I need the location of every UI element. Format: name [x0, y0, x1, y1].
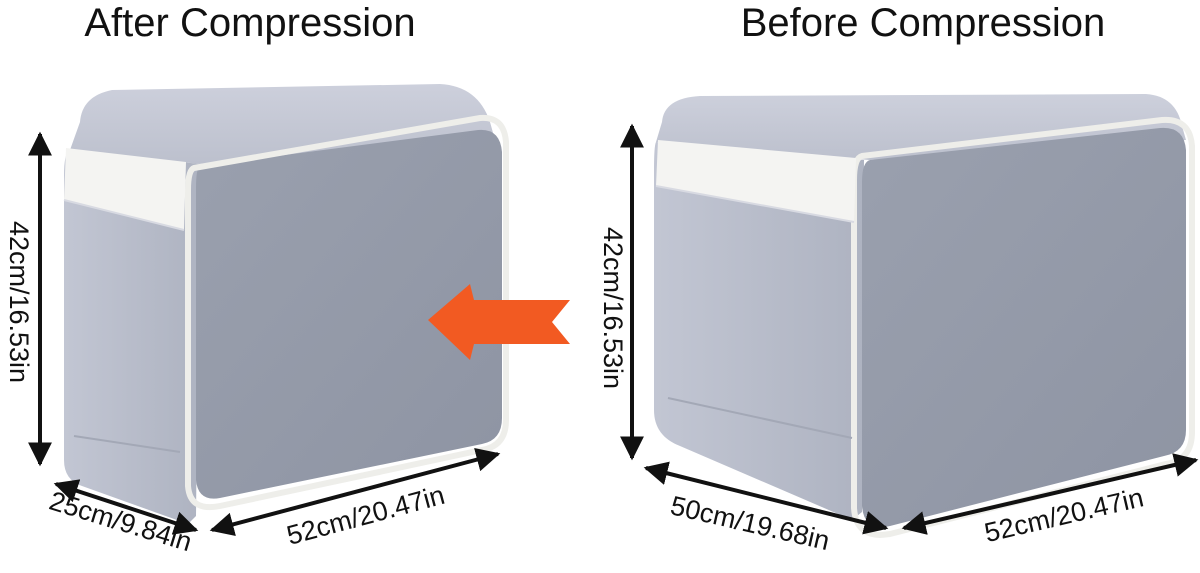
after-width-arrow [209, 447, 501, 537]
before-width-arrow [901, 453, 1199, 535]
orange-left-arrow-icon [428, 284, 570, 360]
before-depth-arrow [643, 461, 889, 535]
after-compression-title: After Compression [84, 1, 415, 45]
compressed-storage-bag-image [63, 84, 509, 524]
after-depth-arrow [53, 479, 199, 535]
before-compression-title: Before Compression [741, 1, 1106, 45]
after-height-label: 42cm/16.53in [4, 221, 34, 383]
uncompressed-storage-bag-image [654, 94, 1195, 538]
before-height-label: 42cm/16.53in [598, 227, 628, 389]
